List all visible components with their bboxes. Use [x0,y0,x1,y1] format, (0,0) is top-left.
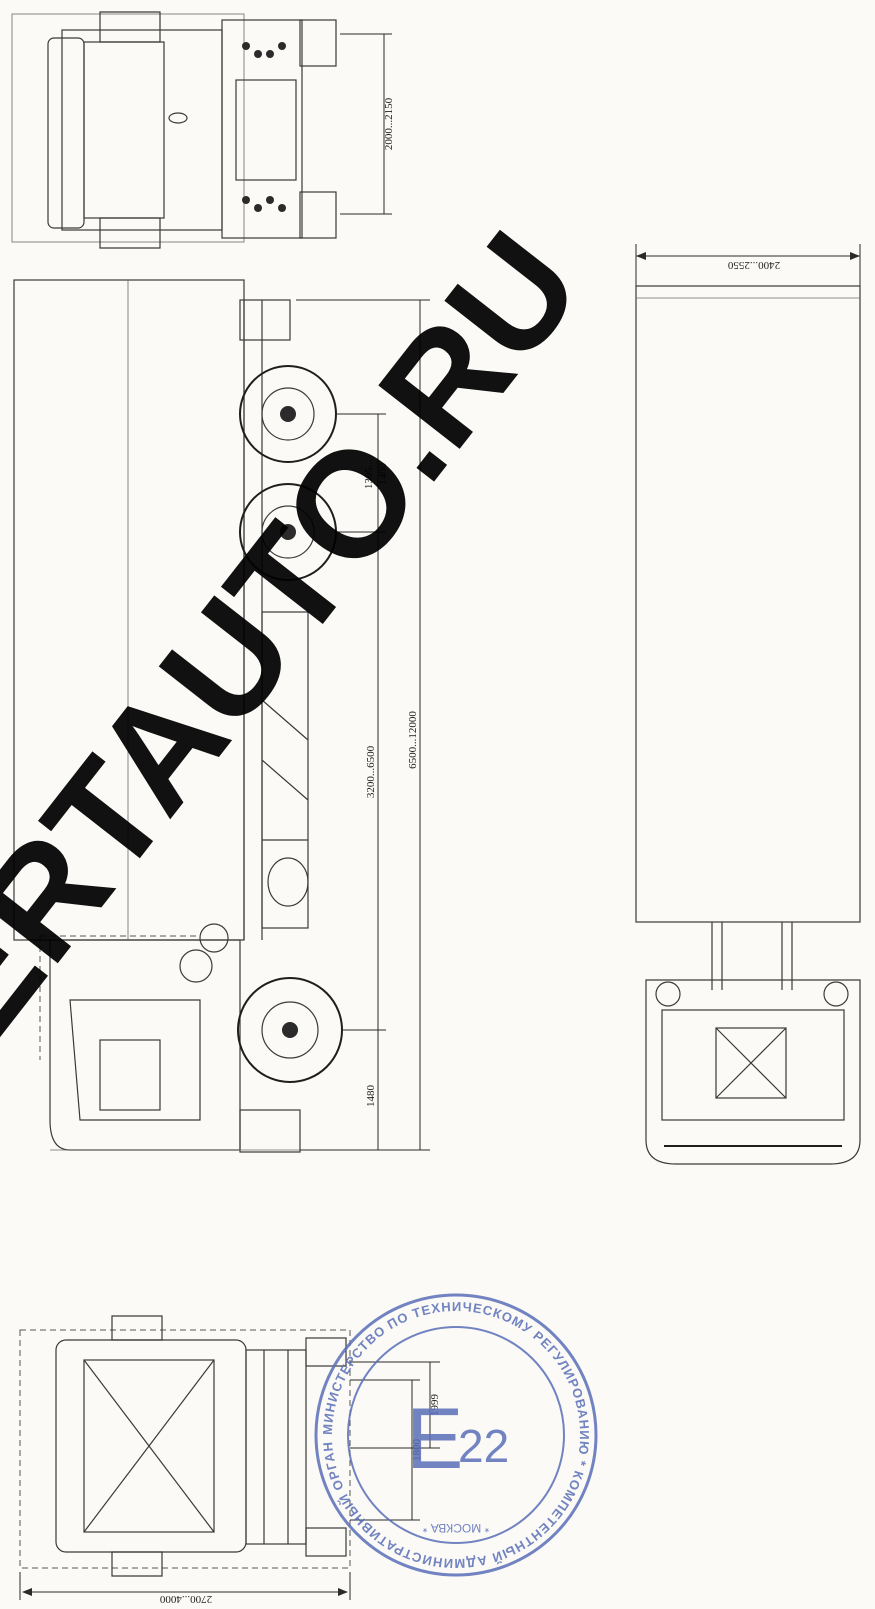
turning-width-dimension: 2700...4000 [159,1593,212,1605]
cab-width-dimension: 2000...2150 [383,97,395,150]
top-view-cab: 2000...2150 [11,11,395,249]
side-view-dimensions: 1305... 1400 3200...6500 6500...12000 14… [296,299,430,1151]
axle-spacing-primary: 1305... [363,459,375,490]
overall-length-dimension: 6500...12000 [407,711,419,769]
side-view-truck [13,279,430,1153]
front-overhang-dimension: 1480 [365,1085,377,1108]
stamp-mark: E [406,1391,463,1487]
approval-stamp: МИНИСТЕРСТВО ПО ТЕХНИЧЕСКОМУ РЕГУЛИРОВАН… [314,1293,598,1577]
watermark: ERTAUTO.RU [0,202,612,1069]
track-primary-dimension: 1999 [429,1394,441,1417]
body-width-dimension: 2400...2550 [727,259,780,271]
axle-spacing-secondary: 1400 [377,463,389,486]
stamp-inner-text: * МОСКВА * [422,1521,489,1535]
stamp-number: 22 [458,1420,509,1472]
right-view-body: 2400...2550 [635,244,861,1165]
bottom-view-cab: 2700...4000 1999 1800 [19,1315,441,1605]
track-secondary-dimension: 1800 [411,1439,423,1462]
wheelbase-dimension: 3200...6500 [365,745,377,798]
